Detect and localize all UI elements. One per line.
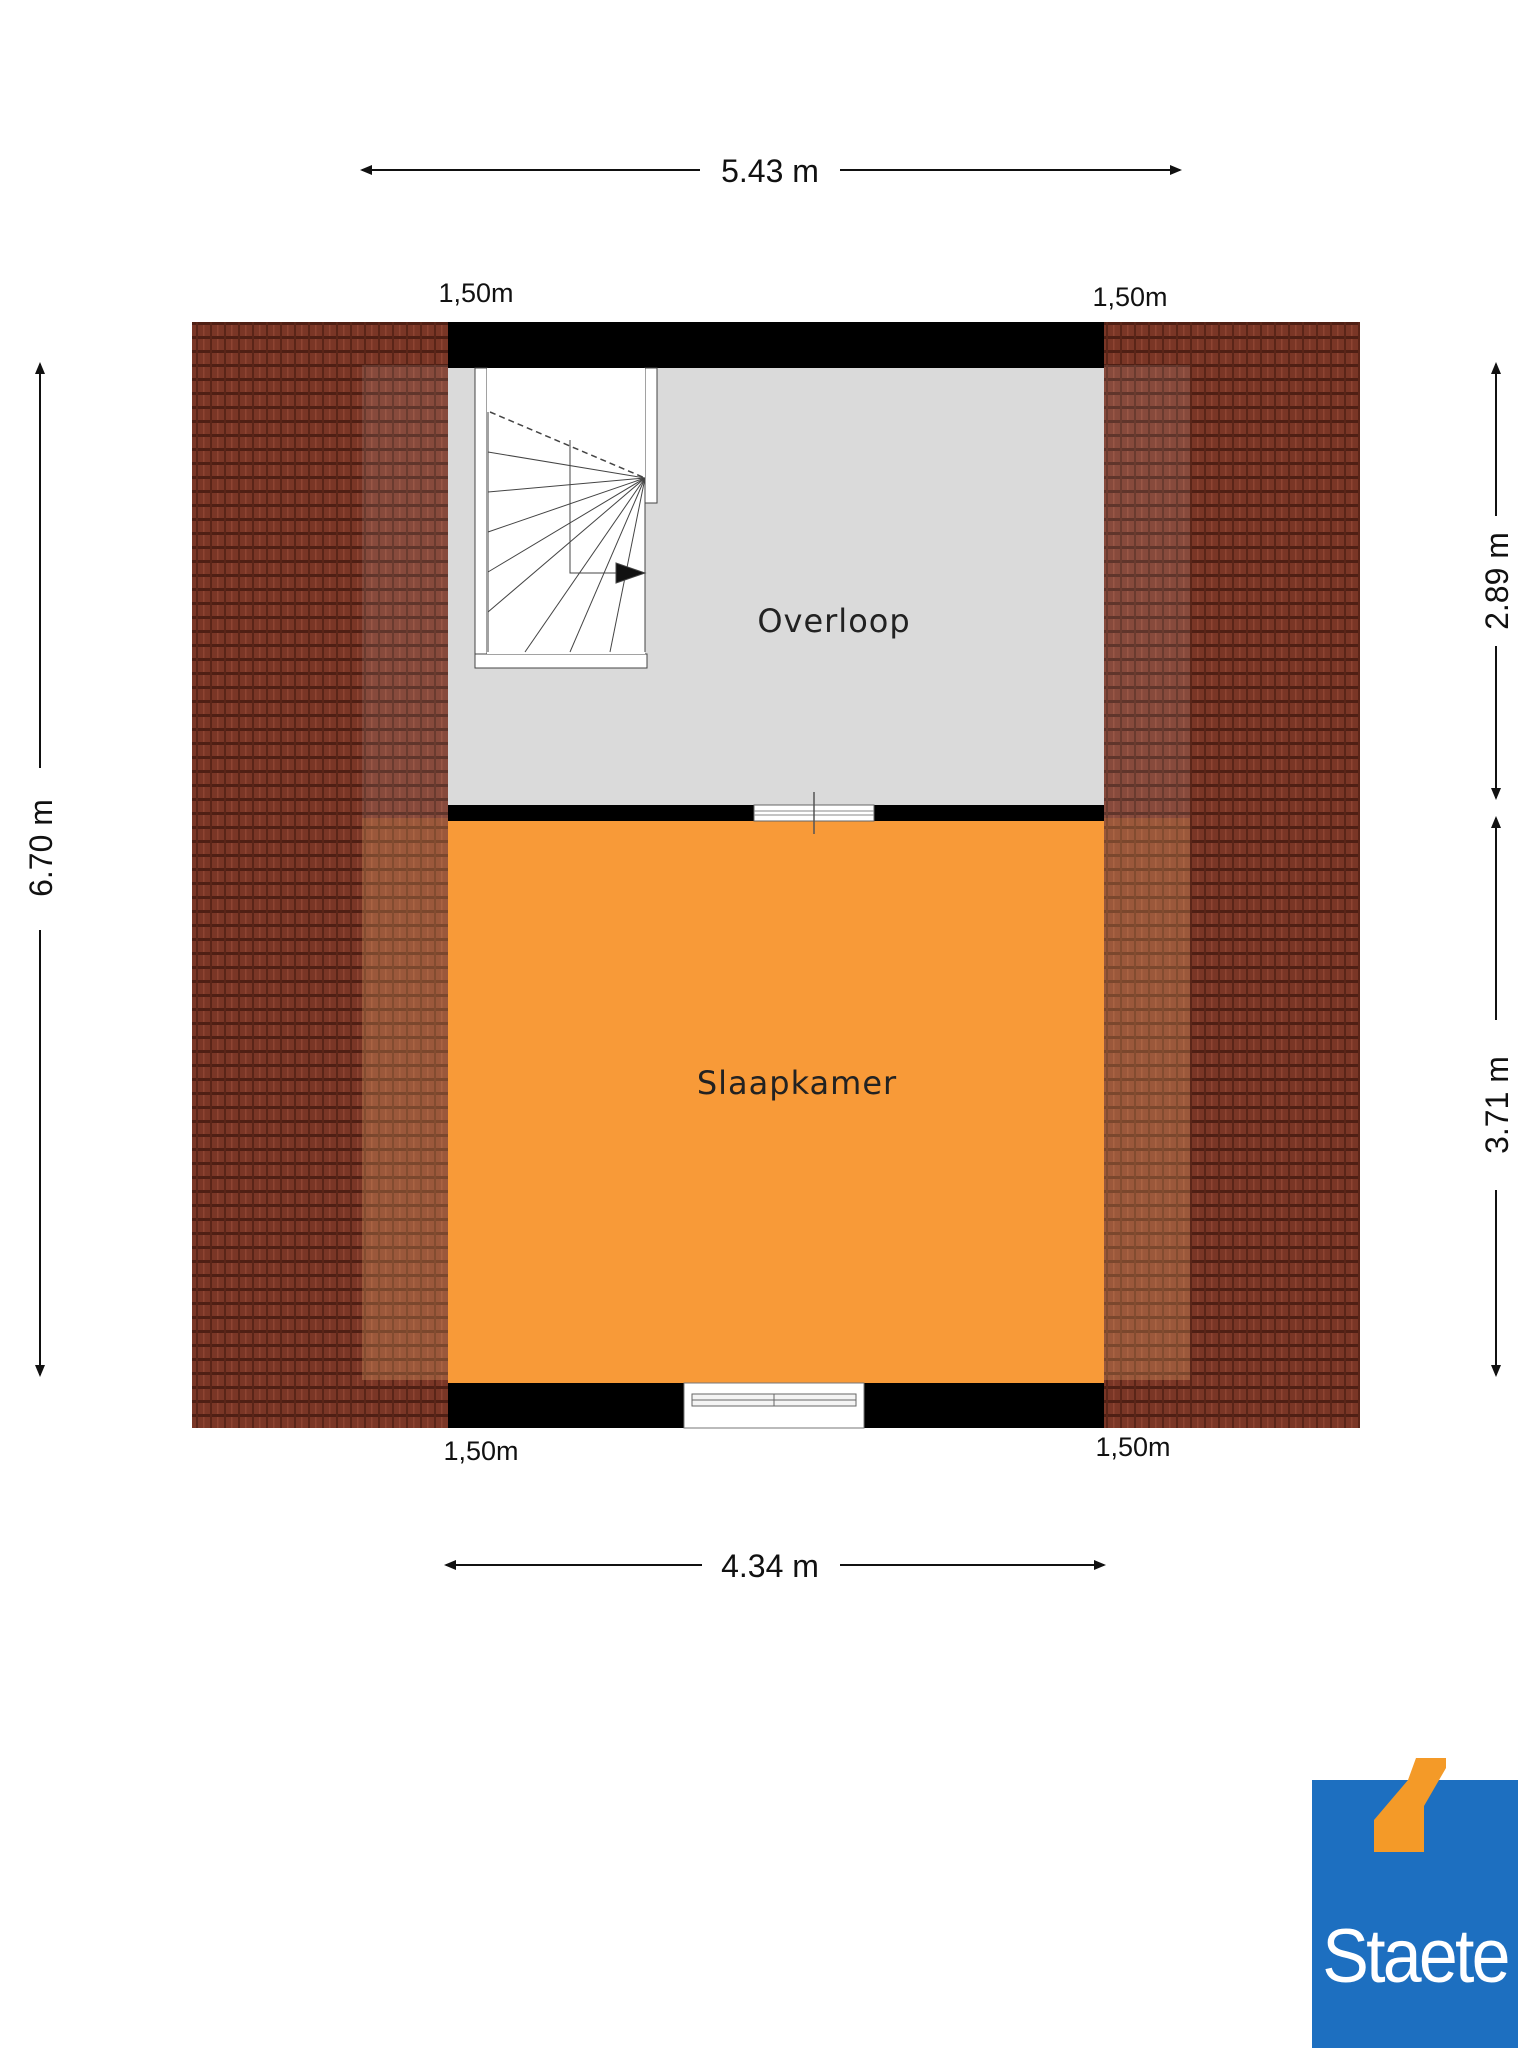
wall-bottom-left	[448, 1383, 684, 1428]
roof-tiles-left	[192, 322, 448, 1428]
wall-bottom-right	[864, 1383, 1104, 1428]
height-label-bottom-right: 1,50m	[1095, 1432, 1170, 1462]
dimension-label-top: 5.43 m	[721, 153, 819, 189]
door-icon	[753, 792, 875, 834]
staircase-icon	[474, 367, 658, 669]
height-label-top-right: 1,50m	[1092, 282, 1167, 312]
bedroom-floor	[448, 821, 1104, 1383]
wall-middle-left	[448, 805, 754, 821]
dimension-label-bottom: 4.34 m	[721, 1548, 819, 1584]
window-icon	[683, 1382, 865, 1429]
dimension-label-right-upper: 2.89 m	[1479, 532, 1515, 630]
dimension-label-right-lower: 3.71 m	[1479, 1056, 1515, 1154]
roof-shade-left	[362, 365, 448, 1380]
wall-middle-right	[874, 805, 1104, 821]
staete-logo: Staete	[1312, 1758, 1518, 2048]
roof-shade-left-lower	[362, 818, 448, 1380]
wall-top	[448, 322, 1104, 368]
height-label-top-left: 1,50m	[438, 278, 513, 308]
roof-shade-right	[1104, 365, 1190, 1380]
roof-tiles-right	[1104, 322, 1360, 1428]
height-label-bottom-left: 1,50m	[443, 1436, 518, 1466]
room-label-landing: Overloop	[757, 602, 910, 640]
roof-shade-right-lower	[1104, 818, 1190, 1380]
logo-wordmark: Staete	[1322, 1914, 1510, 1999]
dimension-label-left: 6.70 m	[23, 799, 59, 897]
room-label-bedroom: Slaapkamer	[697, 1064, 897, 1102]
